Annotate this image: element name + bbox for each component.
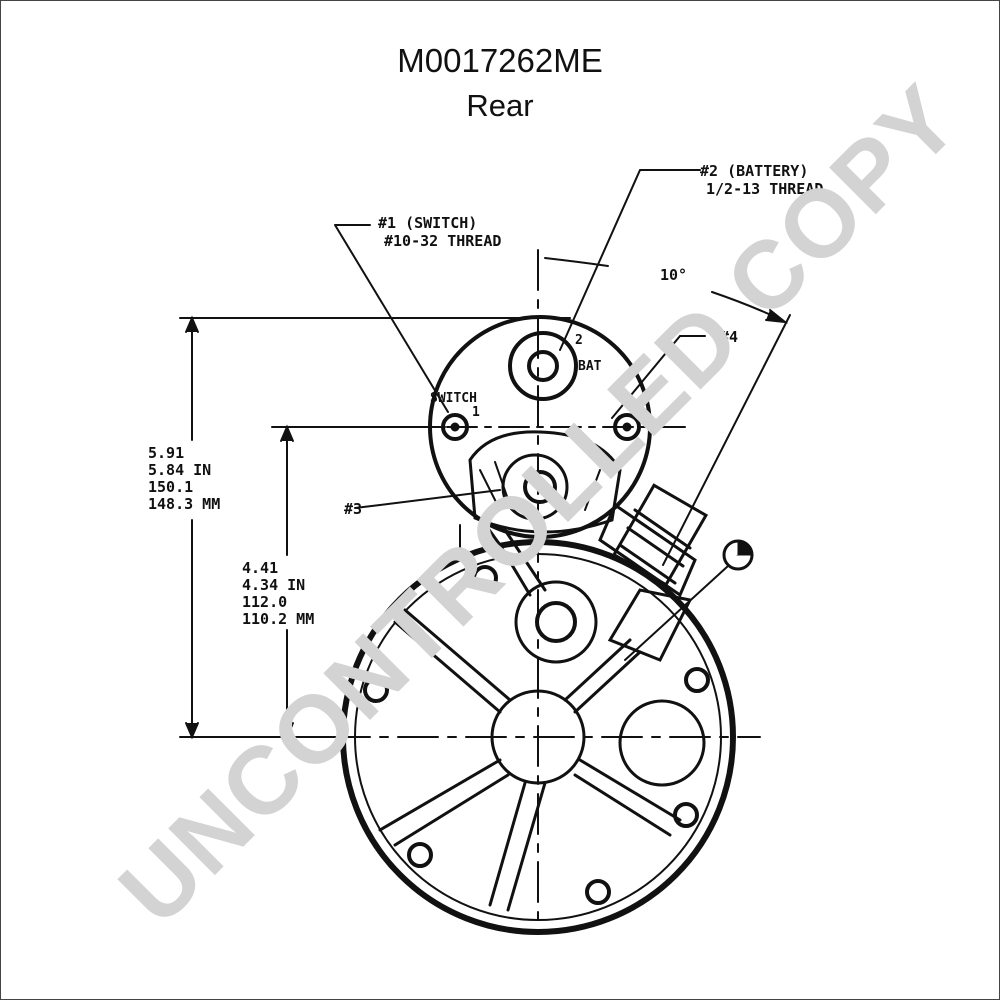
leader-lines bbox=[334, 169, 706, 509]
bat-number: 2 bbox=[575, 333, 583, 348]
center-dim-line-2: 4.34 IN bbox=[242, 576, 305, 594]
overall-dim-line-2: 5.84 IN bbox=[148, 461, 211, 479]
terminal-1-label: #1 (SWITCH) bbox=[378, 214, 477, 232]
overall-dim-line-1: 5.91 bbox=[148, 444, 184, 462]
terminal-2-outer bbox=[508, 331, 578, 401]
port-circle bbox=[618, 699, 706, 787]
dimension-center bbox=[271, 424, 446, 740]
terminal-4-label: #4 bbox=[720, 328, 738, 346]
solenoid-body bbox=[468, 430, 622, 534]
dimension-overall bbox=[179, 315, 571, 740]
part-number-title: M0017262ME bbox=[397, 42, 603, 79]
view-subtitle: Rear bbox=[466, 88, 534, 123]
shaft-nut-inner bbox=[535, 601, 577, 643]
uncontrolled-copy-watermark: UNCONTROLLED COPY bbox=[99, 65, 979, 945]
terminal-2-label: #2 (BATTERY) bbox=[700, 162, 808, 180]
switch-number: 1 bbox=[472, 405, 480, 420]
overall-dim-line-3: 150.1 bbox=[148, 478, 193, 496]
terminal-3-label: #3 bbox=[344, 500, 362, 518]
center-dim-line-3: 112.0 bbox=[242, 593, 287, 611]
center-dim-line-1: 4.41 bbox=[242, 559, 278, 577]
bat-label: BAT bbox=[578, 359, 602, 374]
angle-label: 10° bbox=[660, 266, 687, 284]
housing-spokes bbox=[378, 608, 682, 912]
shaft-nut-outer bbox=[514, 580, 598, 664]
terminal-1-thread: #10-32 THREAD bbox=[384, 232, 501, 250]
switch-label: SWITCH bbox=[430, 391, 477, 406]
center-lines bbox=[329, 249, 761, 921]
bolt-holes bbox=[363, 565, 710, 905]
terminal-3-inner bbox=[523, 470, 557, 504]
ground-stud bbox=[598, 483, 709, 662]
overall-dim-line-4: 148.3 MM bbox=[148, 495, 220, 513]
center-dim-line-4: 110.2 MM bbox=[242, 610, 314, 628]
terminal-2-thread: 1/2-13 THREAD bbox=[706, 180, 823, 198]
angle-dimension bbox=[544, 257, 791, 566]
terminal-2-inner bbox=[527, 350, 559, 382]
